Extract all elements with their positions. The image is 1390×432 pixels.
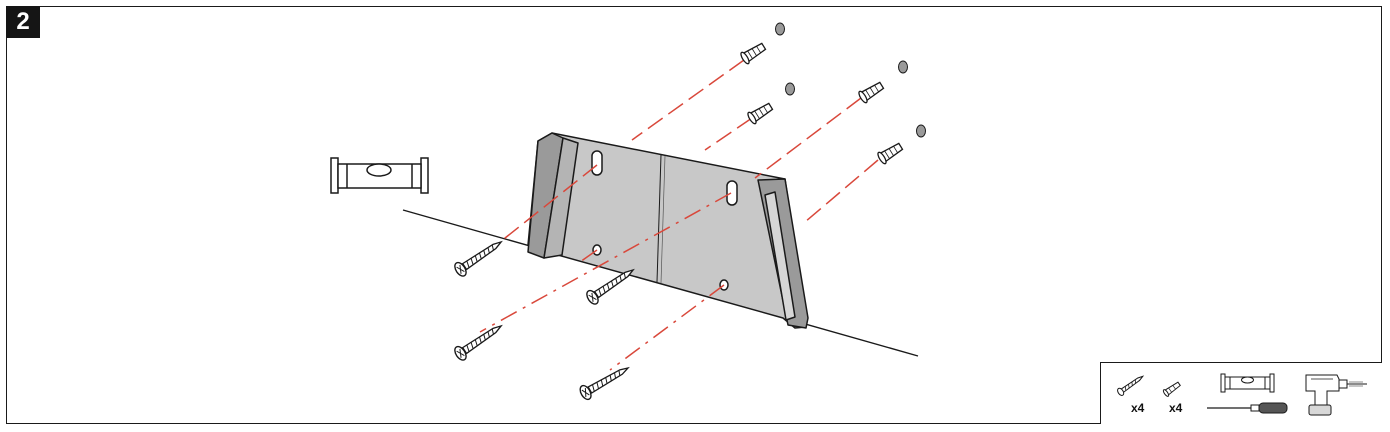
screw-3	[451, 319, 507, 363]
spirit-level-icon	[1220, 373, 1275, 393]
alignment-guides	[479, 59, 879, 371]
step-number-badge: 2	[6, 6, 40, 38]
wall-anchor-1	[738, 40, 768, 66]
screw-1	[451, 235, 507, 279]
wall-anchor-2	[745, 100, 775, 126]
anchor-quantity: x4	[1169, 401, 1183, 415]
required-tools-panel: x4 x4	[1100, 362, 1382, 424]
screw-icon	[1117, 375, 1145, 396]
screw-quantity: x4	[1131, 401, 1145, 415]
wall-anchor-4	[875, 140, 905, 166]
wall-bracket	[527, 132, 809, 329]
power-drill-icon	[1305, 374, 1367, 416]
wall-anchor-icon	[1162, 381, 1181, 397]
anchor-caps	[775, 22, 926, 138]
wall-anchor-3	[856, 79, 886, 105]
spirit-level-icon	[330, 157, 429, 194]
screw-4	[577, 360, 633, 402]
screwdriver-icon	[1207, 402, 1288, 414]
